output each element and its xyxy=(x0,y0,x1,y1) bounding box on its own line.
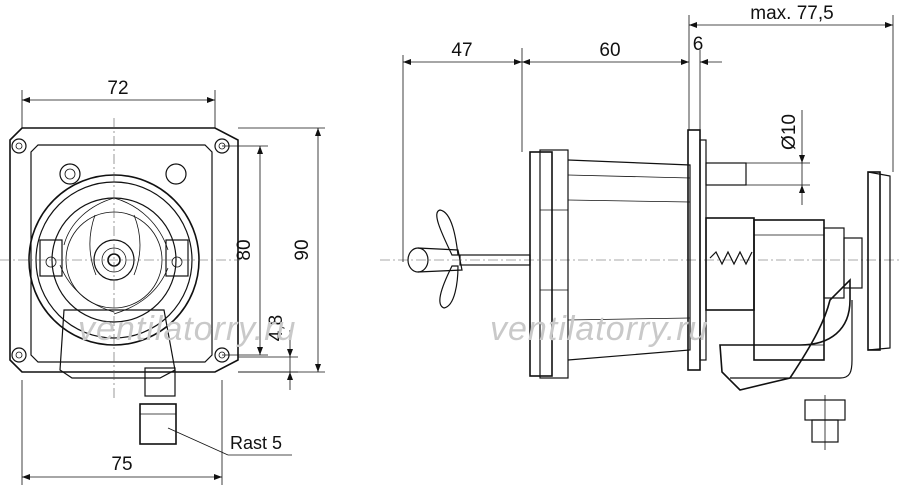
dim-max-77-5: max. 77,5 xyxy=(750,3,833,24)
dim-47: 47 xyxy=(451,40,472,61)
connector-label: Rast 5 xyxy=(230,433,282,453)
side-view xyxy=(380,129,900,450)
dim-90: 90 xyxy=(292,239,313,260)
dim-6: 6 xyxy=(693,34,704,55)
watermarks: ventilatorry.ru ventilatorry.ru xyxy=(78,310,708,348)
dim-diameter-10: Ø10 xyxy=(779,114,800,150)
front-view xyxy=(0,118,240,445)
side-dimensions: 47 60 6 max. 77,5 Ø10 xyxy=(402,3,894,262)
watermark-left: ventilatorry.ru xyxy=(78,310,296,348)
watermark-right: ventilatorry.ru xyxy=(490,310,708,348)
front-dimensions: 72 80 90 4,8 75 Rast 5 xyxy=(21,78,325,485)
dim-72: 72 xyxy=(107,78,128,99)
dim-80: 80 xyxy=(234,239,255,260)
dim-4-8: 4,8 xyxy=(266,315,287,341)
dim-75: 75 xyxy=(111,454,132,475)
dim-60: 60 xyxy=(599,40,620,61)
